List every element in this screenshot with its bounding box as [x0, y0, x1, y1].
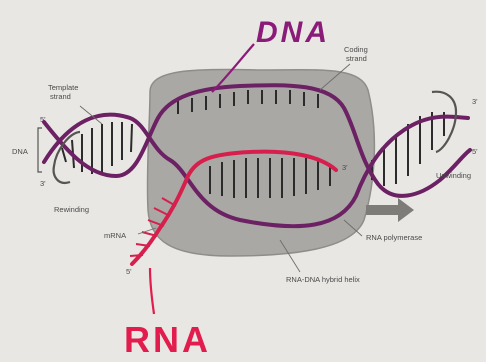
five-prime-rna-label: 5': [126, 267, 132, 276]
rna-polymerase-label: RNA polymerase: [366, 233, 422, 242]
rewinding-label: Rewinding: [54, 205, 89, 214]
five-prime-right-bottom-label: 5': [472, 147, 478, 156]
template-strand-label-line2: strand: [50, 92, 71, 101]
coding-strand-label-line1: Coding: [344, 45, 368, 54]
template-strand-label-line1: Template: [48, 83, 78, 92]
three-prime-left-label: 3': [40, 179, 46, 188]
mrna-label: mRNA: [104, 231, 126, 240]
hybrid-helix-label: RNA-DNA hybrid helix: [286, 275, 360, 284]
dna-label: DNA: [12, 147, 28, 156]
three-prime-right-top-label: 3': [472, 97, 478, 106]
five-prime-left-label: 5': [40, 115, 46, 124]
rna-handwritten-annotation: RNA: [124, 319, 211, 360]
three-prime-rna-label: 3': [342, 163, 348, 172]
unwinding-label: Unwinding: [436, 171, 471, 180]
coding-strand-label-line2: strand: [346, 54, 367, 63]
dna-handwritten-annotation: DNA: [256, 16, 330, 49]
